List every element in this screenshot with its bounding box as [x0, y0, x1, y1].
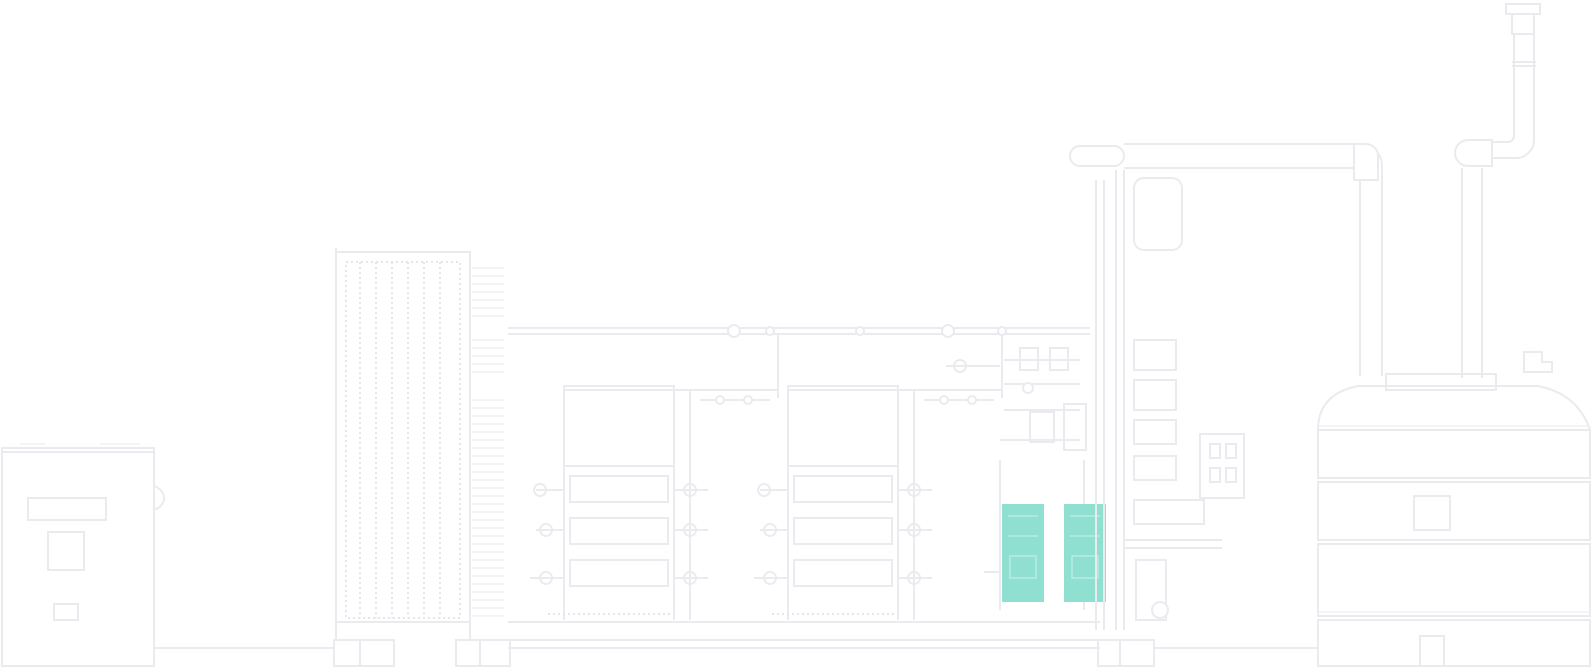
filter-unit-a: [530, 385, 778, 620]
vertical-pipe-stack: [1069, 145, 1245, 630]
scrubber-tower: [1317, 351, 1591, 667]
exhaust-duct: [1124, 143, 1383, 376]
control-cabinet: [1, 443, 335, 667]
packed-tower: [333, 248, 511, 667]
filter-unit-b: [754, 385, 1002, 620]
main-header-pipes: [508, 324, 1318, 667]
chimney-stack: [1454, 3, 1541, 378]
highlighted-unit-1: [1002, 504, 1044, 602]
highlighted-unit-2: [1064, 504, 1106, 602]
